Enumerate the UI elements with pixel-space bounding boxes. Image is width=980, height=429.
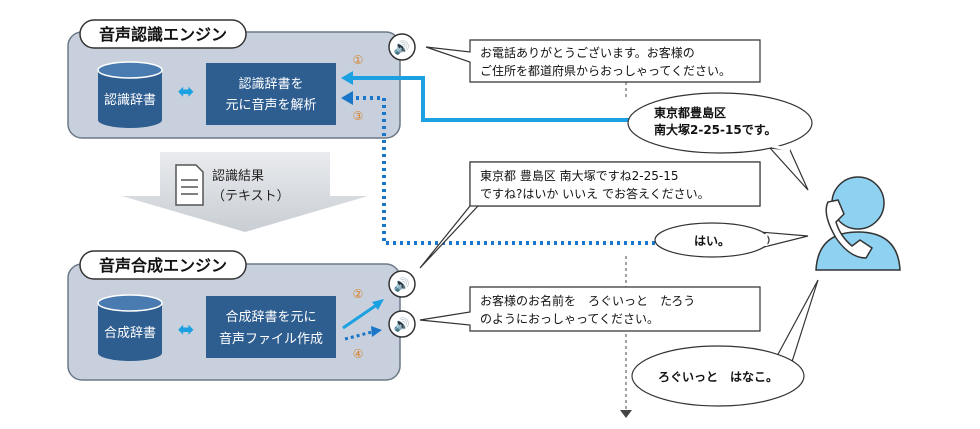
step-2-arrow (342, 302, 379, 330)
synthesis-process-box (206, 296, 336, 358)
caller-person-icon (815, 176, 901, 271)
synthesis-process-line1: 合成辞書を元に (225, 310, 316, 325)
svg-text:はい。: はい。 (694, 234, 730, 248)
result-label-line2: （テキスト） (212, 189, 290, 204)
speaker-icon: 🔊 (388, 270, 416, 298)
svg-text:お電話ありがとうございます。お客様の: お電話ありがとうございます。お客様の (480, 45, 695, 60)
phone-icon (825, 199, 874, 259)
svg-text:ご住所を都道府県からおっしゃってください。: ご住所を都道府県からおっしゃってください。 (480, 63, 731, 78)
svg-text:ですね?はいか いいえ でお答えください。: ですね?はいか いいえ でお答えください。 (480, 186, 710, 201)
recognition-process-box (206, 63, 336, 125)
step-4-arrow (344, 330, 373, 341)
caller-answer-flow-dotted (350, 96, 655, 245)
svg-text:お客様のお名前を ろぐいっと たろう: お客様のお名前を ろぐいっと たろう (480, 293, 695, 308)
svg-text:南大塚2-25-15です。: 南大塚2-25-15です。 (654, 122, 777, 137)
svg-text:🔊: 🔊 (394, 39, 410, 56)
document-icon (175, 164, 204, 206)
recognition-result-arrow: 認識結果 （テキスト） (122, 152, 368, 232)
recognition-dictionary-label: 認識辞書 (104, 92, 156, 108)
recognition-engine-title: 音声認識エンジン (99, 25, 227, 44)
caller-message-2: はい。 (654, 222, 809, 258)
caller-message-1: 東京都豊島区 南大塚2-25-15です。 (627, 92, 813, 191)
svg-text:🔊: 🔊 (394, 276, 410, 293)
result-label-line1: 認識結果 (212, 168, 264, 184)
svg-text:ろぐいっと はなこ。: ろぐいっと はなこ。 (658, 370, 778, 384)
caller-message-3: ろぐいっと はなこ。 (631, 279, 819, 407)
system-message-3: お客様のお名前を ろぐいっと たろう のようにおっしゃってください。 (419, 286, 761, 332)
recognition-dictionary-cylinder: 認識辞書 (97, 61, 163, 128)
step-4-label: ④ (353, 347, 364, 361)
svg-text:🔊: 🔊 (394, 316, 410, 333)
step-3-label: ③ (353, 109, 364, 123)
caller-speech-flow-solid (350, 76, 640, 122)
svg-text:東京都 豊島区 南大塚ですね2-25-15: 東京都 豊島区 南大塚ですね2-25-15 (480, 168, 678, 183)
synthesis-process-line2: 音声ファイル作成 (219, 331, 323, 347)
synthesis-engine-title: 音声合成エンジン (99, 256, 227, 275)
recognition-process-line1: 認識辞書を (238, 76, 303, 92)
svg-text:東京都豊島区: 東京都豊島区 (654, 105, 726, 120)
synthesis-dictionary-cylinder: 合成辞書 (97, 294, 163, 361)
speaker-icon: 🔊 (388, 33, 416, 61)
bidirectional-arrow-icon: ⬌ (178, 79, 195, 103)
bidirectional-arrow-icon: ⬌ (178, 317, 195, 341)
step-1-label: ① (353, 53, 364, 67)
speech-synthesis-engine: 音声合成エンジン 合成辞書 ⬌ 合成辞書を元に 音声ファイル作成 ② ④ (67, 250, 401, 381)
svg-text:のようにおっしゃってください。: のようにおっしゃってください。 (480, 312, 659, 326)
step-2-label: ② (353, 287, 364, 301)
speech-recognition-engine: 音声認識エンジン 認識辞書 ⬌ 認識辞書を 元に音声を解析 ① ③ (67, 19, 401, 139)
synthesis-dictionary-label: 合成辞書 (104, 326, 156, 341)
system-message-2: 東京都 豊島区 南大塚ですね2-25-15 ですね?はいか いいえ でお答えくだ… (419, 161, 761, 269)
system-message-1: お電話ありがとうございます。お客様の ご住所を都道府県からおっしゃってください。 (425, 39, 761, 83)
recognition-process-line2: 元に音声を解析 (225, 97, 316, 113)
speaker-icon: 🔊 (388, 310, 416, 338)
